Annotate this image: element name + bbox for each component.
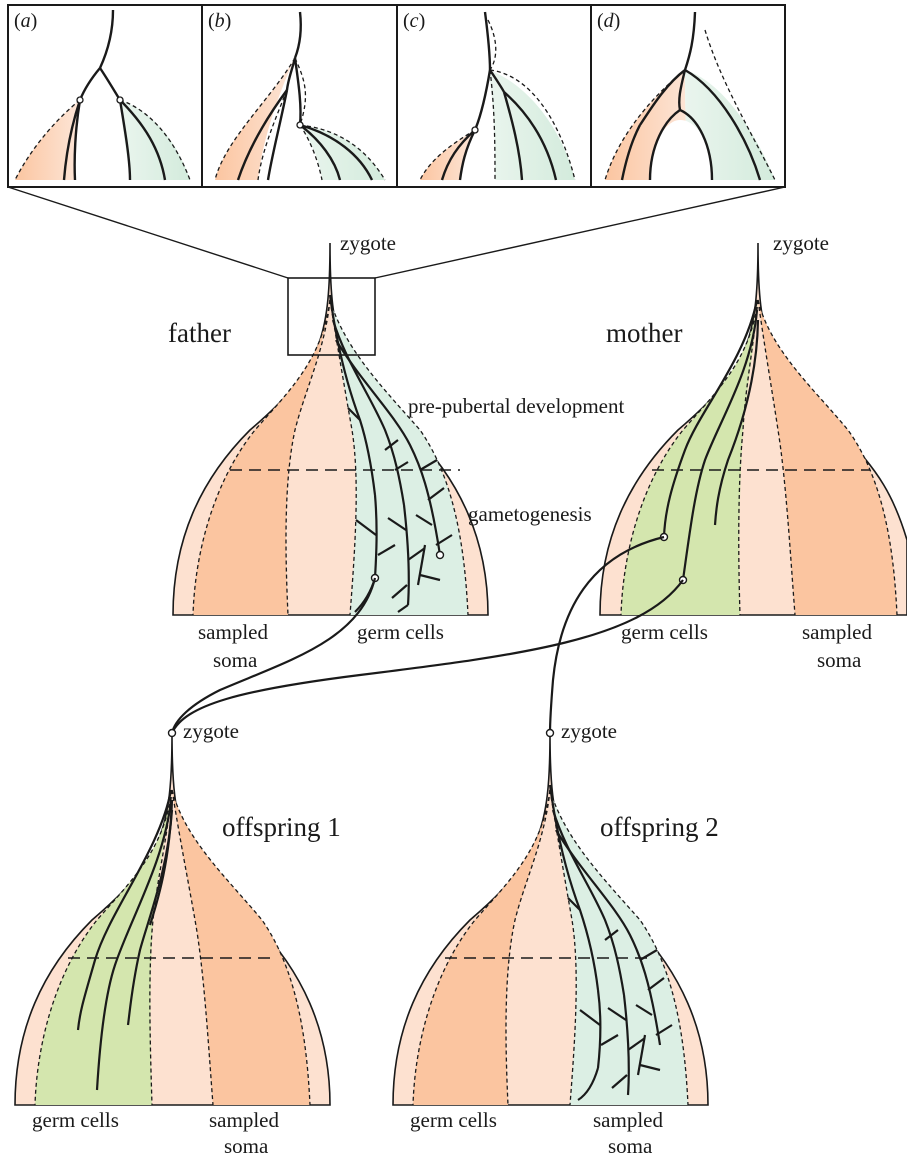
offspring1-sampled-label: sampled (209, 1108, 279, 1132)
inheritance-lines (170, 535, 684, 734)
mother-sampled-label: sampled (802, 620, 872, 644)
zoom-indicator (7, 186, 786, 279)
inner-arch (650, 120, 712, 180)
svg-text:(d): (d) (597, 10, 620, 32)
offspring1-zygote-label: zygote (183, 719, 239, 743)
prepubertal-label: pre-pubertal development (408, 394, 624, 418)
germ-region (621, 300, 758, 615)
offspring1-tree (14, 732, 331, 1106)
mother-germ-label: germ cells (621, 620, 708, 644)
svg-text:(a): (a) (14, 10, 37, 32)
panel-label-b: (b) (208, 10, 231, 32)
father-zygote-label: zygote (340, 231, 396, 255)
soma-region (215, 58, 295, 180)
father-germ-label: germ cells (357, 620, 444, 644)
germ-region (550, 790, 688, 1105)
svg-text:(c): (c) (403, 10, 425, 32)
panel-b (214, 11, 386, 181)
inset-panels: (a) (b) (c) (d) (7, 4, 786, 188)
soma-region (413, 790, 550, 1105)
panel-label-c: (c) (403, 10, 425, 32)
panel-c (419, 11, 576, 181)
offspring2-soma-label: soma (608, 1134, 653, 1157)
soma-region (15, 100, 80, 180)
father-soma-label: soma (213, 648, 258, 672)
mother-tree (599, 242, 907, 616)
soma-region (172, 790, 310, 1105)
offspring2-sampled-label: sampled (593, 1108, 663, 1132)
panel-a (14, 9, 191, 181)
offspring1-germ-label: germ cells (32, 1108, 119, 1132)
zygote-node (167, 728, 177, 738)
zoom-box (287, 277, 376, 356)
mother-zygote-label: zygote (773, 231, 829, 255)
zygote-node (545, 728, 555, 738)
soma-region (758, 300, 897, 615)
mother-label: mother (606, 318, 682, 348)
germ-region (35, 790, 172, 1105)
mother-soma-label: soma (817, 648, 862, 672)
svg-text:(b): (b) (208, 10, 231, 32)
offspring2-label: offspring 2 (600, 812, 719, 842)
father-tree (172, 242, 489, 616)
offspring1-soma-label: soma (224, 1134, 269, 1157)
father-label: father (168, 318, 231, 348)
gametogenesis-label: gametogenesis (468, 502, 592, 526)
father-sampled-label: sampled (198, 620, 268, 644)
soma-region (193, 300, 330, 615)
offspring2-tree (392, 732, 709, 1106)
offspring2-zygote-label: zygote (561, 719, 617, 743)
panel-label-a: (a) (14, 10, 37, 32)
offspring1-label: offspring 1 (222, 812, 341, 842)
germ-region (330, 300, 468, 615)
panel-d (604, 11, 776, 181)
panel-label-d: (d) (597, 10, 620, 32)
offspring2-germ-label: germ cells (410, 1108, 497, 1132)
